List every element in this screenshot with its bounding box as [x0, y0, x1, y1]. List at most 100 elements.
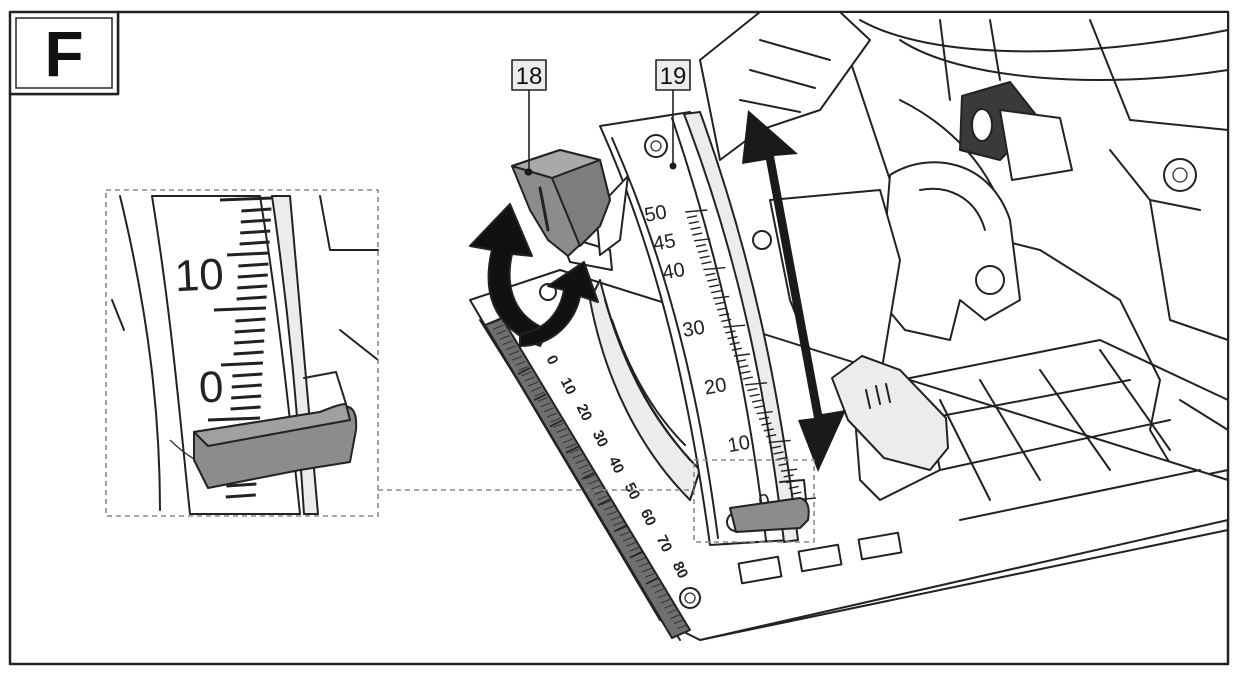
bevel-scale-tick: [742, 376, 753, 380]
base-scale-label: 80: [669, 559, 692, 581]
bevel-scale-tick: [791, 491, 802, 495]
edge-hatch: [499, 335, 510, 340]
edge-hatch: [568, 448, 580, 454]
edge-hatch: [534, 391, 545, 397]
bevel-scale-tick: [783, 474, 794, 478]
base-scale-tick: [629, 551, 643, 559]
base-scale-label: 50: [621, 480, 644, 502]
base-scale-tick: [565, 446, 579, 454]
edge-hatch: [641, 567, 653, 573]
edge-hatch: [629, 546, 640, 552]
edge-hatch: [511, 355, 523, 361]
bevel-scale-tick: [688, 220, 699, 225]
edge-hatch: [505, 345, 517, 351]
edge-hatch: [587, 479, 599, 485]
bevel-scale-tick: [778, 462, 789, 467]
base-plate-edge: [484, 317, 691, 639]
edge-hatch: [496, 329, 507, 335]
zoom-scale-tick: [240, 218, 271, 224]
base-scale-label: 30: [589, 428, 612, 450]
bevel-scale-tick: [709, 284, 720, 288]
bevel-scale-tick: [747, 387, 758, 392]
edge-hatch: [578, 464, 589, 470]
edge-hatch: [565, 443, 577, 449]
edge-hatch: [619, 531, 631, 537]
edge-hatch: [492, 324, 504, 330]
zoom-scale-tick: [213, 306, 267, 312]
saw-housing: [819, 11, 1229, 481]
bevel-scale-label: 50: [643, 201, 669, 227]
edge-hatch: [515, 360, 526, 366]
base-scale-label: 70: [653, 533, 676, 555]
edge-hatch: [613, 521, 624, 526]
zoom-scale-tick: [237, 284, 268, 290]
bevel-scale-tick: [723, 324, 746, 328]
edge-hatch: [638, 562, 650, 568]
base-scale-tick: [645, 577, 659, 585]
edge-hatch: [644, 572, 656, 578]
base-scale-tick: [533, 393, 547, 401]
edge-hatch: [660, 598, 672, 604]
base-scale-label: 20: [573, 401, 596, 423]
zoom-scale-tick: [238, 262, 269, 268]
bevel-scale-tick: [729, 341, 740, 346]
zoom-scale-tick: [220, 361, 264, 367]
bevel-scale-ticks: [685, 209, 817, 501]
bevel-scale-tick: [738, 364, 749, 369]
bevel-scale-tick: [773, 451, 784, 455]
edge-hatch: [625, 541, 637, 547]
bevel-scale-tick: [751, 399, 763, 403]
base-scale-label: 40: [605, 454, 628, 476]
edge-hatch: [654, 588, 665, 594]
bevel-scale-tick: [727, 336, 738, 340]
edge-hatch: [667, 608, 678, 614]
bevel-scale-tick: [768, 439, 791, 444]
callout-19: 19: [655, 59, 691, 170]
base-scale-tick: [581, 472, 595, 480]
bevel-scale-tick: [725, 330, 736, 334]
bevel-scale-tick: [740, 370, 751, 374]
angle-pointer: [729, 479, 810, 533]
bevel-scale-tick: [763, 428, 774, 432]
zoom-scale-tick: [207, 416, 261, 422]
edge-hatch: [575, 459, 586, 464]
edge-hatch: [549, 417, 561, 423]
bevel-scale-tick: [692, 232, 703, 236]
bevel-scale-tick: [705, 272, 716, 277]
edge-hatch: [635, 557, 646, 563]
edge-hatch: [553, 422, 564, 428]
zoom-scale-tick: [240, 229, 271, 235]
bevel-scale-tick: [733, 353, 751, 357]
panel-letter-box: [8, 10, 120, 96]
bevel-lock-lever: [511, 149, 629, 271]
edge-hatch: [562, 438, 574, 444]
bevel-scale-tick: [780, 468, 798, 472]
bevel-scale-tick: [703, 266, 726, 271]
housing-knob: [959, 81, 1073, 181]
zoom-scale-tick: [219, 196, 273, 202]
edge-hatch: [537, 397, 548, 402]
edge-hatch: [581, 469, 593, 475]
edge-hatch: [540, 402, 551, 408]
edge-hatch: [584, 474, 596, 480]
zoom-scale-tick: [232, 372, 263, 378]
edge-hatch: [651, 583, 662, 588]
bevel-scale-tick: [745, 382, 768, 386]
bevel-scale-label: 40: [661, 259, 687, 285]
edge-hatch: [663, 603, 675, 609]
bevel-scale-tick: [788, 485, 799, 490]
edge-hatch: [524, 376, 536, 382]
zoom-scale-tick: [237, 273, 268, 279]
zoom-scale-tick: [230, 405, 261, 411]
base-scale-tick: [597, 498, 611, 506]
bevel-scale-tick: [707, 278, 718, 282]
edge-hatch: [670, 614, 681, 619]
bevel-scale-tick: [756, 410, 773, 415]
bevel-scale-tick: [754, 405, 765, 409]
edge-hatch: [508, 350, 520, 356]
base-scale-tick: [549, 419, 563, 428]
bevel-scale-tick: [749, 393, 760, 398]
bevel-scale-tick: [731, 347, 742, 351]
